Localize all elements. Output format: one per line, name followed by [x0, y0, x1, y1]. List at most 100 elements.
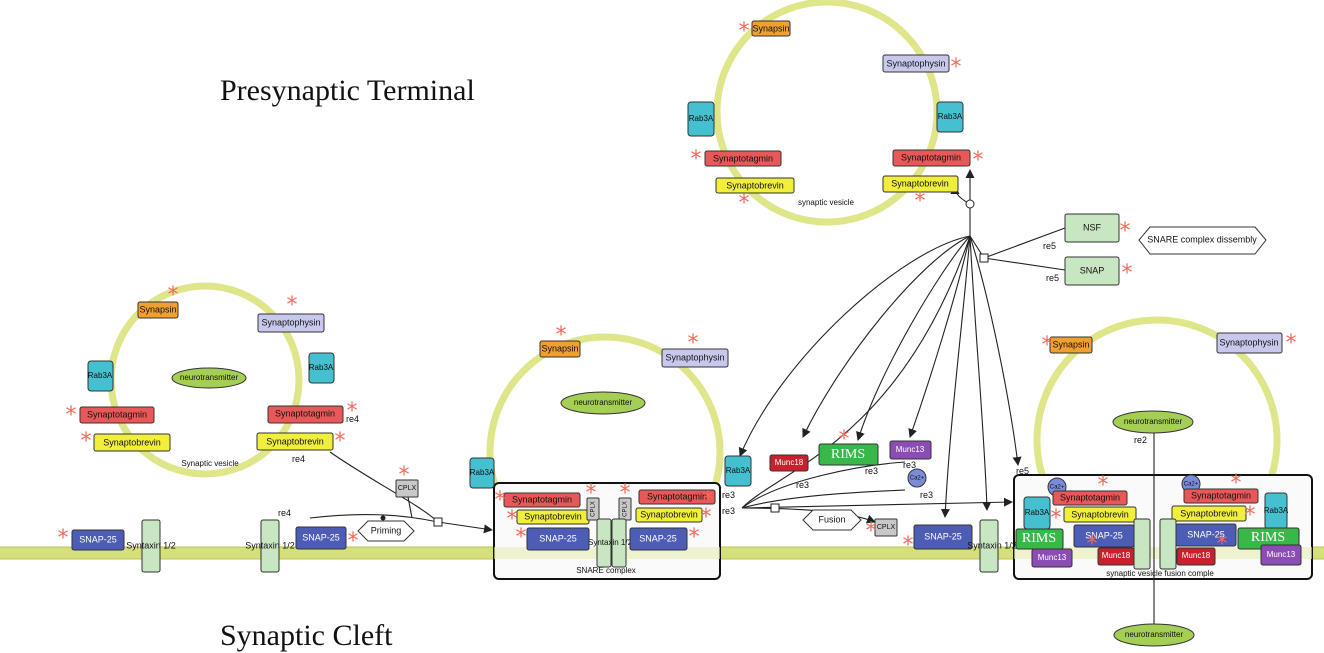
- svg-text:SNAP-25: SNAP-25: [924, 531, 962, 541]
- neurotransmitter-node[interactable]: neurotransmitter: [172, 368, 246, 388]
- reaction-re4-b: re4: [292, 454, 305, 464]
- svg-text:*: *: [866, 519, 877, 544]
- svg-text:*: *: [1120, 219, 1131, 244]
- fusion-process[interactable]: Fusion: [803, 510, 861, 530]
- synaptophysin-node[interactable]: Synaptophysin: [883, 55, 949, 72]
- svg-text:Synapsin: Synapsin: [1052, 339, 1089, 349]
- synaptobrevin-node[interactable]: Synaptobrevin: [94, 434, 170, 451]
- svg-text:Rab3A: Rab3A: [1264, 506, 1289, 515]
- rab3a-node[interactable]: Rab3A: [937, 102, 963, 132]
- nsf-node[interactable]: NSF: [1065, 214, 1119, 242]
- svg-text:SNAP-25: SNAP-25: [79, 534, 117, 544]
- svg-text:Synaptobrevin: Synaptobrevin: [103, 437, 161, 447]
- rab3a-node[interactable]: Rab3A: [88, 361, 113, 391]
- synapsin-node[interactable]: Synapsin: [1050, 337, 1092, 353]
- svg-text:Munc18: Munc18: [1102, 551, 1131, 560]
- synaptobrevin-node[interactable]: Synaptobrevin: [636, 508, 702, 522]
- munc18-node[interactable]: Munc18: [1098, 548, 1134, 565]
- synaptotagmin-node[interactable]: Synaptotagmin: [1184, 489, 1258, 503]
- svg-text:*: *: [689, 525, 700, 550]
- synaptophysin-node[interactable]: Synaptophysin: [1217, 333, 1282, 353]
- svg-text:RIMS: RIMS: [1022, 531, 1056, 546]
- munc18-node[interactable]: Munc18: [770, 455, 808, 471]
- munc13-node[interactable]: Munc13: [1261, 545, 1301, 565]
- neurotransmitter-node[interactable]: neurotransmitter: [561, 392, 645, 414]
- vesicle-label-left: Synaptic vesicle: [181, 459, 239, 468]
- syntaxin-node[interactable]: [1134, 519, 1150, 569]
- snap25-node[interactable]: SNAP-25: [72, 530, 124, 550]
- svg-text:neurotransmitter: neurotransmitter: [1124, 417, 1183, 426]
- svg-text:Fusion: Fusion: [818, 514, 845, 524]
- synaptobrevin-node[interactable]: Synaptobrevin: [517, 510, 589, 524]
- rab3a-node[interactable]: Rab3A: [688, 102, 714, 136]
- snap25-node[interactable]: SNAP-25: [914, 525, 972, 549]
- snap25-node[interactable]: SNAP-25: [1074, 525, 1134, 547]
- synapsin-node[interactable]: Synapsin: [752, 21, 790, 36]
- munc13-node[interactable]: Munc13: [1032, 549, 1072, 567]
- rab3a-node[interactable]: Rab3A: [1264, 493, 1289, 529]
- svg-text:*: *: [66, 403, 77, 428]
- svg-text:Synaptophysin: Synaptophysin: [886, 58, 945, 68]
- rab3a-node[interactable]: Rab3A: [725, 456, 751, 486]
- synaptotagmin-node[interactable]: Synaptotagmin: [504, 493, 580, 507]
- synaptobrevin-node[interactable]: Synaptobrevin: [716, 178, 794, 193]
- svg-text:Synapsin: Synapsin: [752, 23, 789, 33]
- snap-node[interactable]: SNAP: [1065, 257, 1119, 285]
- svg-text:*: *: [739, 191, 750, 216]
- svg-text:NSF: NSF: [1083, 222, 1102, 232]
- snare-disassembly-process[interactable]: SNARE complex dissembly: [1139, 227, 1266, 254]
- rims-node[interactable]: RIMS: [1016, 529, 1063, 549]
- svg-text:*: *: [556, 323, 567, 348]
- svg-text:*: *: [1087, 532, 1098, 557]
- svg-text:Synaptobrevin: Synaptobrevin: [1071, 509, 1129, 519]
- synaptotagmin-node[interactable]: Synaptotagmin: [705, 151, 781, 166]
- svg-text:Ca2+: Ca2+: [1050, 485, 1065, 491]
- svg-text:*: *: [1042, 333, 1053, 358]
- neurotransmitter-node[interactable]: neurotransmitter: [1113, 411, 1193, 433]
- svg-text:Syntaxin 1/2: Syntaxin 1/2: [967, 540, 1017, 550]
- synaptotagmin-node[interactable]: Synaptotagmin: [1053, 491, 1127, 505]
- cplx-node[interactable]: CPLX: [875, 519, 897, 536]
- syntaxin-node[interactable]: Syntaxin 1/2: [126, 520, 176, 572]
- rab3a-node[interactable]: Rab3A: [1024, 497, 1050, 529]
- svg-text:Munc18: Munc18: [775, 458, 804, 467]
- svg-text:*: *: [1231, 471, 1242, 496]
- presynaptic-title: Presynaptic Terminal: [220, 74, 475, 107]
- synaptobrevin-node[interactable]: Synaptobrevin: [1064, 507, 1136, 522]
- rab3a-node[interactable]: Rab3A: [470, 458, 495, 488]
- snap25-node[interactable]: SNAP-25: [527, 528, 589, 550]
- svg-text:Syntaxin 1/2: Syntaxin 1/2: [126, 540, 176, 550]
- synaptotagmin-node[interactable]: Synaptotagmin: [893, 150, 970, 166]
- syntaxin-node[interactable]: Syntaxin 1/2: [245, 520, 295, 572]
- svg-text:Synaptobrevin: Synaptobrevin: [640, 509, 698, 519]
- priming-process[interactable]: Priming: [358, 521, 414, 541]
- svg-text:*: *: [58, 526, 69, 551]
- reaction-re3-c: re3: [865, 466, 878, 476]
- munc13-node[interactable]: Munc13: [890, 441, 931, 459]
- svg-text:Syntaxin 1/2: Syntaxin 1/2: [245, 540, 295, 550]
- svg-text:neurotransmitter: neurotransmitter: [180, 373, 239, 382]
- svg-text:*: *: [1098, 473, 1109, 498]
- svg-text:Synaptobrevin: Synaptobrevin: [891, 178, 949, 188]
- svg-text:*: *: [701, 505, 712, 530]
- svg-text:SNAP-25: SNAP-25: [302, 532, 340, 542]
- munc18-node[interactable]: Munc18: [1177, 548, 1215, 565]
- synaptotagmin-node[interactable]: Synaptotagmin: [268, 406, 343, 423]
- svg-text:Synaptotagmin: Synaptotagmin: [1191, 490, 1251, 500]
- neurotransmitter-node[interactable]: neurotransmitter: [1114, 624, 1194, 646]
- synaptobrevin-node[interactable]: Synaptobrevin: [1172, 506, 1246, 521]
- reaction-re3-f: re3: [796, 480, 809, 490]
- rab3a-node[interactable]: Rab3A: [309, 353, 334, 383]
- synaptobrevin-node[interactable]: Synaptobrevin: [257, 433, 333, 450]
- synaptotagmin-node[interactable]: Synaptotagmin: [80, 407, 154, 423]
- svg-text:SNAP-25: SNAP-25: [639, 533, 677, 543]
- svg-text:Ca2+: Ca2+: [1184, 482, 1199, 488]
- svg-text:Synaptophysin: Synaptophysin: [261, 317, 320, 327]
- calcium-node[interactable]: Ca2+: [908, 469, 926, 487]
- snap25-node[interactable]: SNAP-25: [630, 528, 687, 550]
- snap25-node[interactable]: SNAP-25: [296, 527, 346, 549]
- reaction-re5-a: re5: [1043, 241, 1056, 251]
- svg-text:Synaptotagmin: Synaptotagmin: [87, 409, 147, 419]
- syntaxin-node[interactable]: [1160, 519, 1176, 569]
- syntaxin-node[interactable]: Syntaxin 1/2: [967, 520, 1017, 572]
